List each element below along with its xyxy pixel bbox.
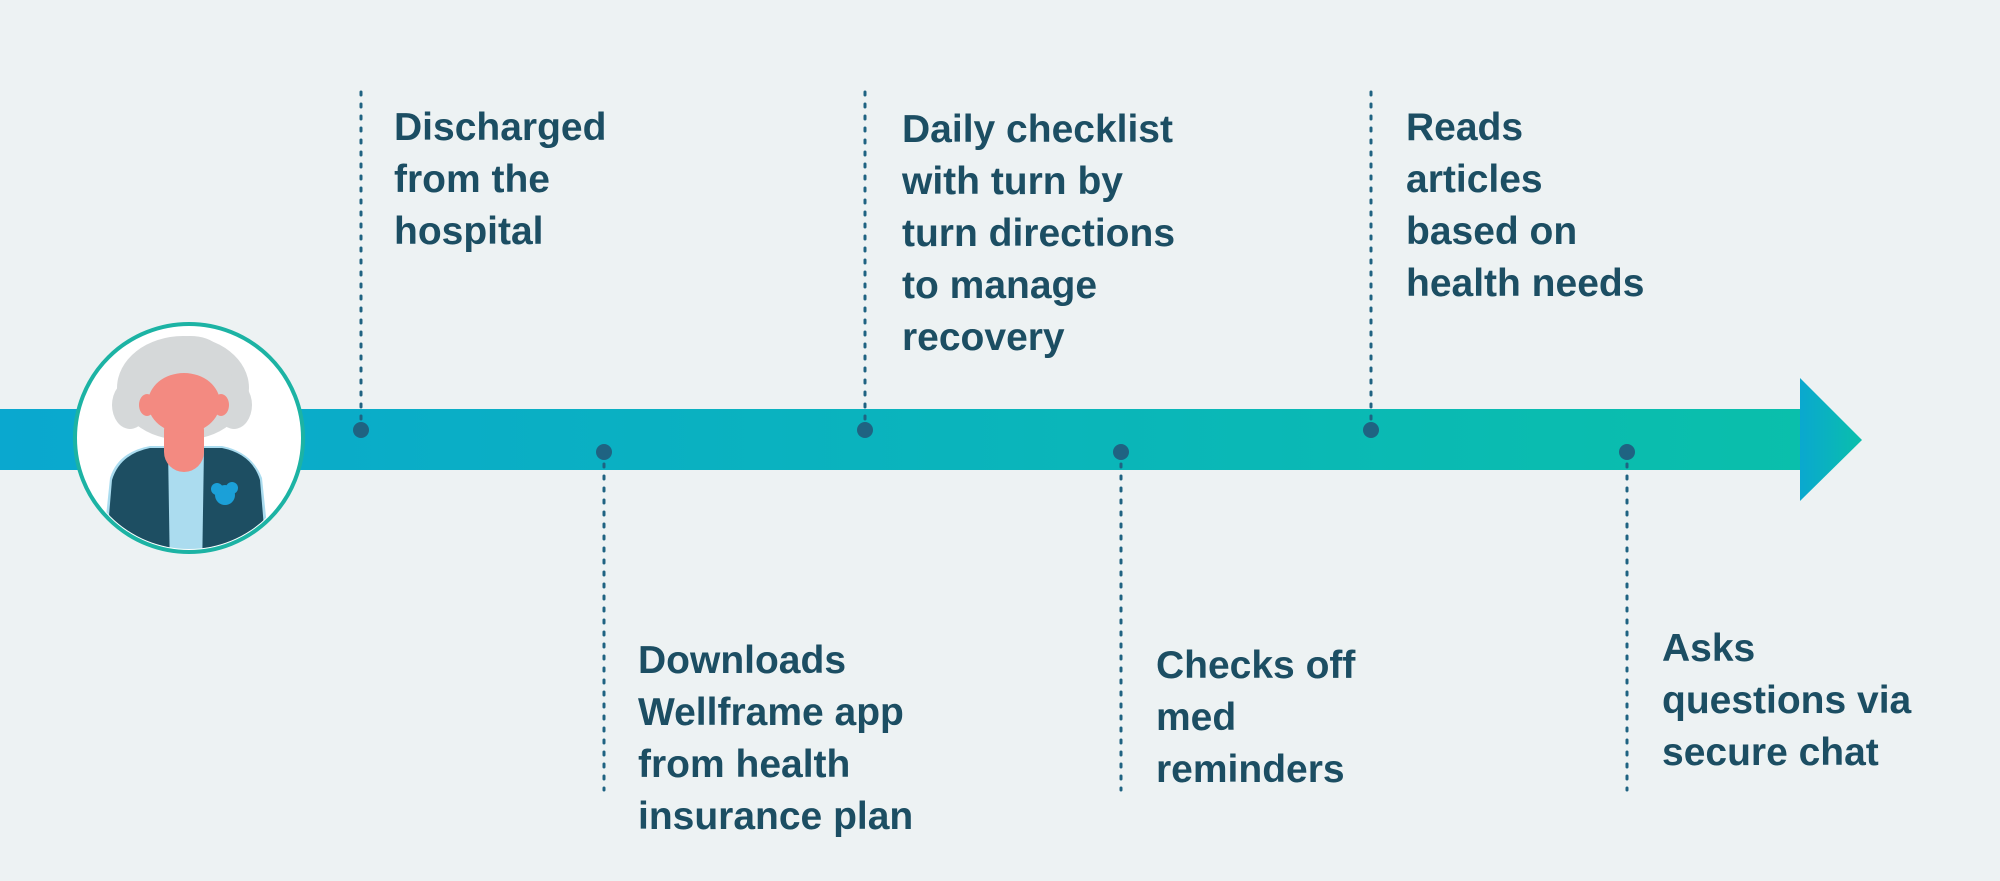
milestone-med-reminders-label: Checks off med reminders <box>1156 644 1356 791</box>
milestone-discharged-label: Discharged from the hospital <box>394 106 607 253</box>
marker-reads-articles <box>1363 422 1379 438</box>
marker-daily-checklist <box>857 422 873 438</box>
milestone-daily-checklist-label: Daily checklist with turn by turn direct… <box>902 108 1176 359</box>
milestone-connectors <box>353 90 1635 792</box>
milestone-reads-articles-label: Reads articles based on health needs <box>1406 106 1645 305</box>
marker-discharged <box>353 422 369 438</box>
marker-downloads <box>596 444 612 460</box>
marker-med-reminders <box>1113 444 1129 460</box>
marker-secure-chat <box>1619 444 1635 460</box>
elderly-person-icon <box>73 322 305 554</box>
milestone-downloads-label: Downloads Wellframe app from health insu… <box>638 639 914 838</box>
timeline-arrow-head <box>1800 378 1862 501</box>
milestone-secure-chat-label: Asks questions via secure chat <box>1662 627 1912 774</box>
